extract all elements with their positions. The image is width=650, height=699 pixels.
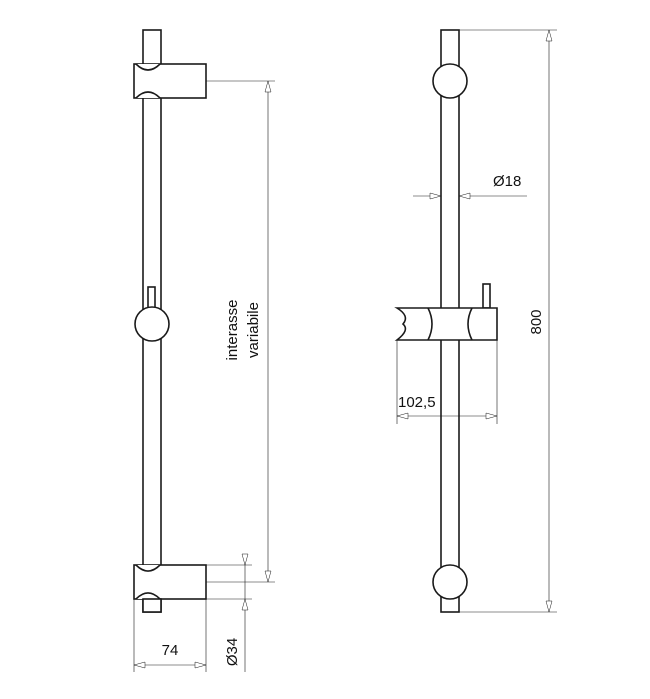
offset-label: 102,5 xyxy=(398,394,436,411)
front-view: interasse variabile 74 Ø34 xyxy=(133,29,275,672)
bracket-diameter-label: Ø34 xyxy=(224,638,241,666)
side-view: 800 Ø18 102,5 xyxy=(394,29,557,613)
front-top-bracket xyxy=(133,63,207,99)
front-slider-knob xyxy=(134,286,170,342)
offset-dimension xyxy=(396,340,498,424)
bracket-diameter-dimension xyxy=(206,553,252,672)
width-dimension xyxy=(133,599,207,672)
height-label: 800 xyxy=(528,309,545,334)
width-label: 74 xyxy=(162,642,179,659)
center-distance-dimension xyxy=(206,80,275,583)
front-bottom-bracket xyxy=(133,564,207,613)
side-slider xyxy=(394,283,498,341)
rail-diameter-label: Ø18 xyxy=(493,173,521,190)
side-bottom-bracket xyxy=(432,564,468,600)
side-top-bracket xyxy=(432,63,468,99)
rail-diameter-dimension xyxy=(413,192,527,200)
height-dimension xyxy=(459,29,557,613)
center-distance-label-2: variabile xyxy=(245,302,262,358)
center-distance-label: interasse xyxy=(224,300,241,361)
